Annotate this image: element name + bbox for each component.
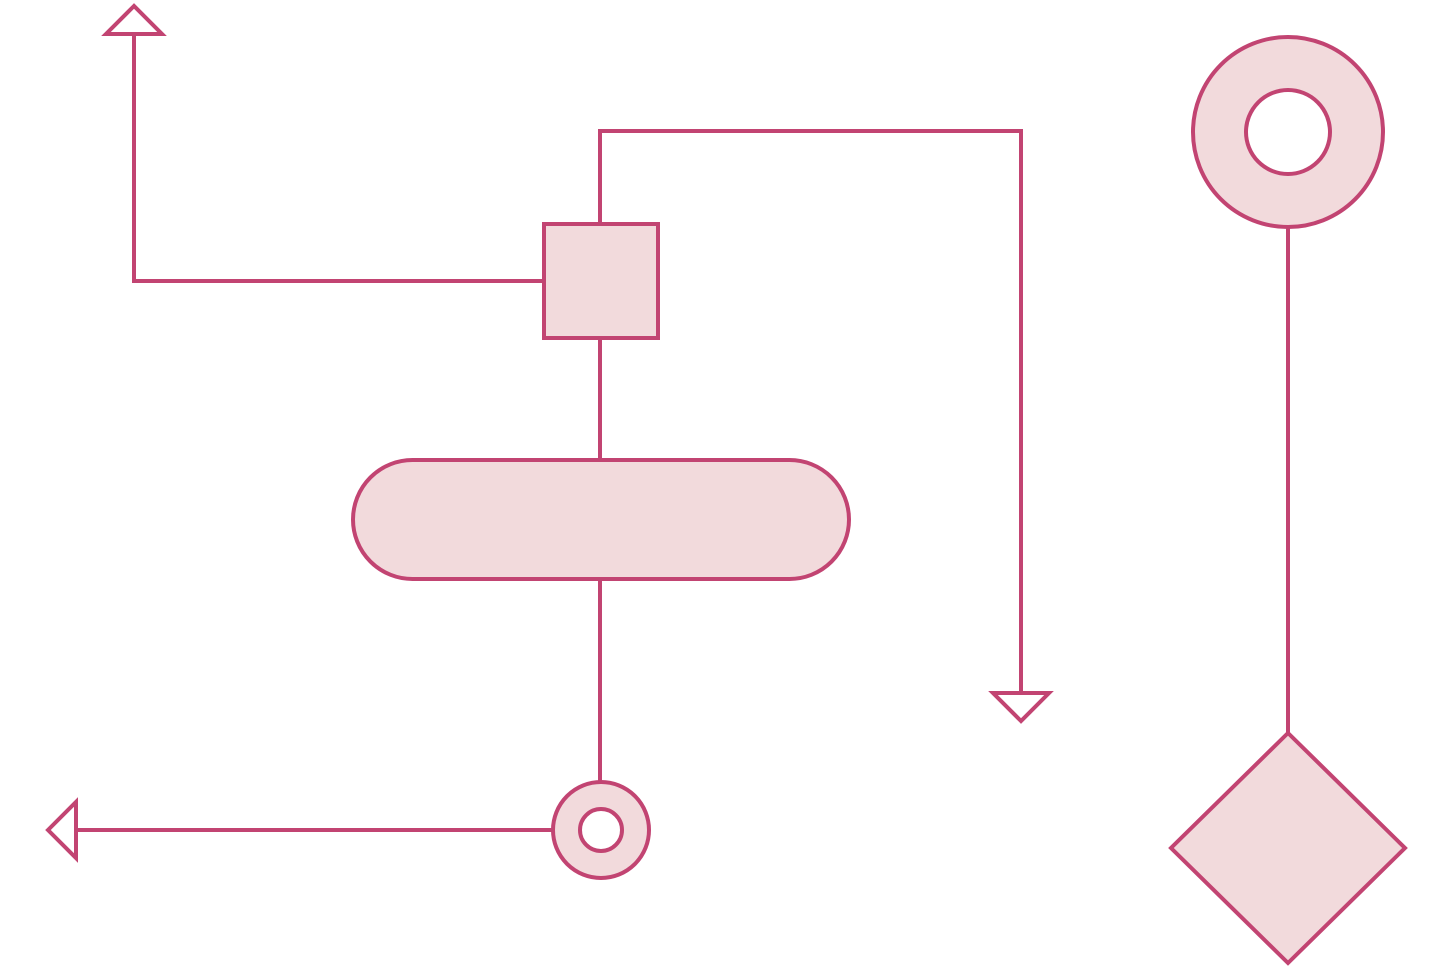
- connector-square-to-up-arrow: [132, 34, 544, 283]
- arrow-left-icon: [45, 797, 78, 863]
- arrow-down-icon: [988, 691, 1054, 724]
- diamond-node: [1168, 730, 1408, 966]
- square-node: [542, 222, 660, 340]
- arrow-up-icon: [101, 3, 167, 36]
- pill-node: [351, 458, 851, 581]
- small-ring-hole: [578, 807, 624, 853]
- connector-square-to-down-arrow: [598, 129, 1023, 693]
- large-ring-hole: [1244, 88, 1332, 176]
